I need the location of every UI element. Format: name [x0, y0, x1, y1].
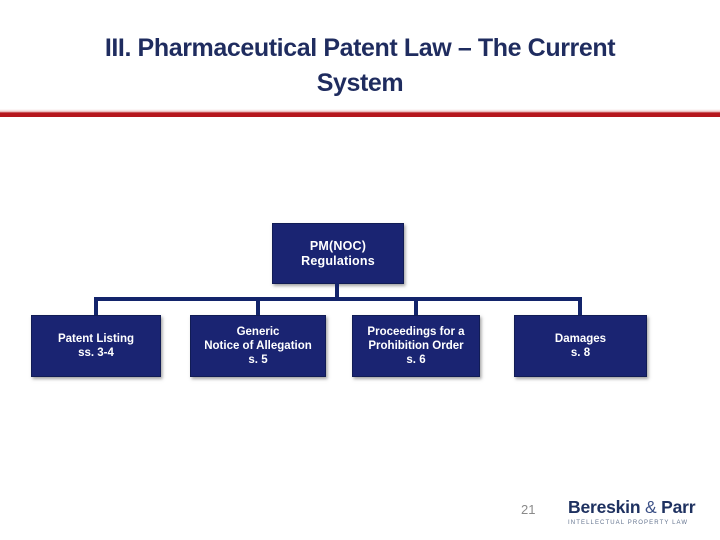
connector-stub-1	[94, 297, 98, 315]
pmnoc-regulations-box: PM(NOC)Regulations	[272, 223, 404, 284]
slide-title: III. Pharmaceutical Patent Law – The Cur…	[0, 31, 720, 101]
logo-tagline: INTELLECTUAL PROPERTY LAW	[568, 520, 689, 526]
logo-ampersand: &	[645, 497, 657, 517]
box-label-line: Damages	[554, 333, 607, 345]
page-number: 21	[521, 502, 536, 517]
patent-listing-box: Patent Listing ss. 3-4	[31, 315, 161, 377]
box-label-line: s. 6	[406, 354, 426, 366]
connector-stub-3	[414, 297, 418, 315]
slide-title-line-2: System	[316, 69, 404, 97]
box-label-line: Notice of Allegation	[204, 340, 312, 352]
connector-root-stem	[335, 283, 339, 301]
prohibition-order-box: Proceedings for a Prohibition Order s. 6	[352, 315, 480, 377]
box-label-line: s. 8	[570, 347, 591, 359]
connector-stub-4	[578, 297, 582, 315]
box-label-line: Generic	[236, 326, 280, 338]
box-label-line: Regulations	[301, 253, 375, 268]
slide-title-line-1: III. Pharmaceutical Patent Law – The Cur…	[104, 34, 616, 62]
box-label-line: PM(NOC)	[309, 238, 367, 253]
box-label-line: Patent Listing	[57, 333, 135, 345]
connector-stub-2	[256, 297, 260, 315]
box-label-line: Prohibition Order	[368, 340, 464, 352]
damages-box: Damages s. 8	[514, 315, 647, 377]
bereskin-parr-logo: Bereskin & Parr INTELLECTUAL PROPERTY LA…	[568, 497, 698, 526]
title-accent-rule	[0, 109, 720, 117]
logo-name: Bereskin & Parr	[568, 497, 698, 518]
connector-crossbar	[94, 297, 582, 301]
box-label-line: ss. 3-4	[78, 347, 114, 359]
box-label-line: Proceedings for a	[367, 326, 465, 338]
box-label-line: s. 5	[248, 354, 268, 366]
logo-word-1: Bereskin	[568, 497, 641, 517]
logo-word-2: Parr	[661, 497, 696, 517]
